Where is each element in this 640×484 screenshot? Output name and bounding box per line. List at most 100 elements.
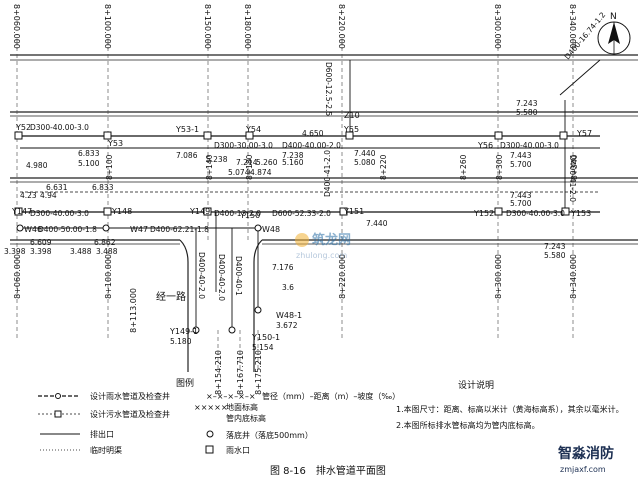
well-label: Y150 — [239, 211, 260, 220]
station-label: 8+300.000 — [494, 254, 503, 299]
legend-item: 设计污水管道及检查井 — [90, 409, 170, 419]
station-label: 8+100.000 — [103, 4, 112, 49]
legend: 图例 设计雨水管道及检查井 ×–×–×–×–× 管径（mm）–距离（m）–坡度（… — [38, 377, 400, 455]
stations-top: 8+060.000 8+100.000 8+150.000 8+180.000 … — [12, 4, 577, 49]
pipe-lines — [20, 59, 601, 330]
elevation: 3.672 — [276, 321, 298, 330]
legend-item: 管径（mm）–距离（m）–坡度（‰） — [262, 391, 400, 401]
pipe-label: D400-13-2.0 — [214, 209, 261, 218]
station-label: 8+100 — [105, 154, 114, 180]
station-label: 8+300 — [495, 154, 504, 180]
elevation: 5.700 — [510, 199, 532, 208]
pipe-label: D400-40-2.0 — [197, 252, 206, 299]
stations-mid: 8+100 8+140 8+180 8+220 8+260 8+300 8+34… — [105, 154, 579, 180]
legend-item: 地面标高 — [226, 402, 258, 412]
station-label: 8+154.210 — [214, 350, 223, 395]
well-label: Y54 — [245, 125, 261, 134]
figure-caption: 图 8-16 排水管道平面图 — [270, 464, 386, 477]
pipe-label: D400-50.00-1.8 — [38, 225, 97, 234]
watermark-corner: 智淼消防 zmjaxf.com — [557, 445, 614, 474]
well-label: Y147 — [11, 207, 32, 216]
well-label: W46 — [24, 225, 42, 234]
well-label: Y55 — [343, 125, 359, 134]
well-label: Y57 — [576, 129, 592, 138]
well-label: Z10 — [344, 111, 360, 120]
station-label: 8+260 — [459, 154, 468, 180]
legend-item: 雨水口 — [226, 445, 250, 455]
well-label: Y153 — [570, 209, 591, 218]
well-label: Y148 — [111, 207, 132, 216]
watermark-center: 筑龙网 zhulong.com — [295, 232, 351, 260]
station-label: 8+340.000 — [569, 254, 578, 299]
elevation: 5.074 — [228, 168, 250, 177]
elevation: 6.609 — [30, 238, 52, 247]
road-name: 经一路 — [156, 290, 186, 303]
elevation-labels: 4.980 6.833 5.100 7.086 5.238 7.214 5.26… — [4, 99, 566, 352]
elevation: 5.700 — [510, 160, 532, 169]
well-label: Y53 — [107, 139, 123, 148]
pipe-label: D400-41-2.0 — [323, 150, 332, 197]
notes-line: 1.本图尺寸：距离、标高以米计（黄海标高系），其余以毫米计。 — [396, 404, 624, 414]
pipe-label: D400-41-2.0 — [568, 155, 577, 202]
station-label: 8+175.210 — [254, 350, 263, 395]
north-arrow-icon: N — [597, 12, 631, 55]
well-label: Y151 — [343, 207, 364, 216]
design-notes: 设计说明 1.本图尺寸：距离、标高以米计（黄海标高系），其余以毫米计。 2.本图… — [396, 379, 624, 430]
legend-item: 管内底标高 — [226, 413, 266, 423]
pipe-label: D300-40.00-3.0 — [506, 209, 565, 218]
manholes — [14, 131, 570, 334]
pipe-label: D400-62.21-1.8 — [150, 225, 209, 234]
pipe-label: D600-52.33-2.0 — [272, 209, 331, 218]
elevation: 5.100 — [78, 159, 100, 168]
watermark-corner-text: 智淼消防 — [557, 445, 614, 462]
elevation: 4.874 — [250, 168, 272, 177]
station-label: 8+113.000 — [129, 288, 138, 333]
elevation: 4.23 — [20, 191, 37, 200]
well-label: Y56 — [477, 141, 493, 150]
road-edges — [10, 54, 638, 372]
station-label: 8+060.000 — [12, 4, 21, 49]
station-lines — [16, 40, 574, 372]
legend-title: 图例 — [176, 377, 194, 389]
elevation: 7.243 — [516, 99, 538, 108]
well-label: W48-1 — [276, 311, 302, 320]
elevation: 7.440 — [354, 149, 376, 158]
elevation: 3.488 — [70, 247, 92, 256]
elevation: 6.631 — [46, 183, 68, 192]
elevation: 5.580 — [516, 108, 538, 117]
watermark-center-text: 筑龙网 — [312, 232, 351, 248]
elevation: 3.6 — [282, 283, 294, 292]
elevation: 5.238 — [206, 155, 228, 164]
station-label: 8+167.710 — [236, 350, 245, 395]
station-label: 8+180 — [245, 154, 254, 180]
elevation: 3.488 — [96, 247, 118, 256]
station-label: 8+220.000 — [337, 4, 346, 49]
pipe-label: D400-40-1 — [234, 256, 243, 296]
stations-bottom: 8+060.000 8+100.000 8+113.000 8+154.210 … — [13, 254, 578, 395]
well-label: Y149 — [189, 207, 210, 216]
legend-item: 临时明渠 — [90, 445, 122, 455]
elevation: 7.243 — [544, 242, 566, 251]
elevation: 7.443 — [510, 191, 532, 200]
well-label: Y53-1 — [175, 125, 199, 134]
elevation: 6.833 — [78, 149, 100, 158]
well-label: Y152 — [473, 209, 494, 218]
station-label: 8+100.000 — [104, 254, 113, 299]
station-label: 8+340.000 — [568, 4, 577, 49]
legend-item: 落底井（落底500mm） — [226, 430, 313, 440]
pipe-label: D400-40-2.0 — [217, 254, 226, 301]
legend-sample: ×–×–×–×–× — [206, 392, 256, 401]
well-label: W47 — [130, 225, 148, 234]
elevation: 4.650 — [302, 129, 324, 138]
station-label: 8+220.000 — [338, 254, 347, 299]
legend-sample: ××××× — [194, 403, 228, 412]
legend-item: 排出口 — [90, 429, 114, 439]
pipe-label: D300-40.00-3.0 — [30, 123, 89, 132]
elevation: 3.398 — [30, 247, 52, 256]
notes-line: 2.本图所标排水管标高均为管内底标高。 — [396, 420, 540, 430]
pipe-label: D300-30.00-3.0 — [214, 141, 273, 150]
station-label: 8+060.000 — [13, 254, 22, 299]
station-label: 8+180.000 — [243, 4, 252, 49]
